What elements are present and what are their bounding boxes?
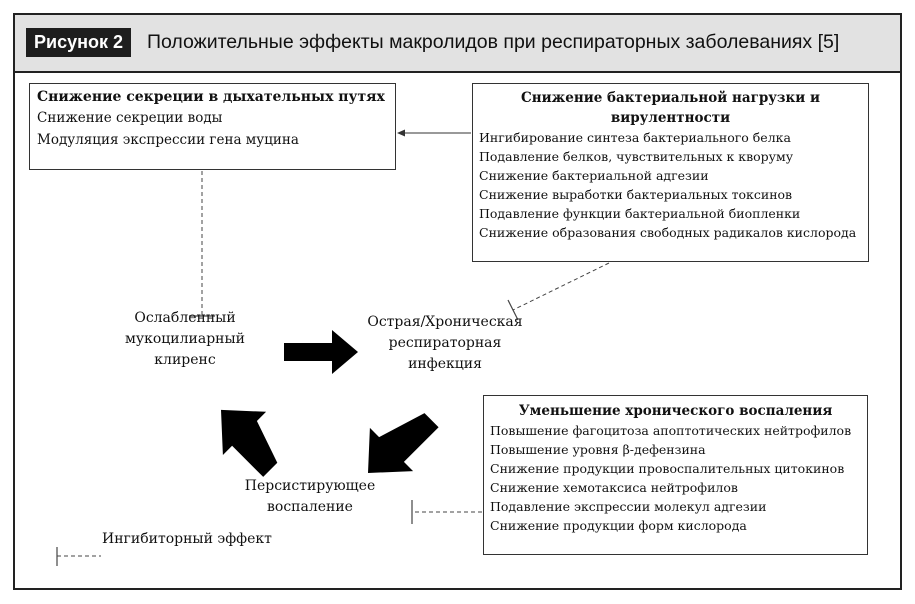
figure-title: Положительные эффекты макролидов при рес…	[147, 31, 840, 53]
bacterial-load-box: Снижение бактериальной нагрузки и вируле…	[472, 83, 869, 262]
node-line: воспаление	[267, 499, 353, 515]
node-persistent-inflammation: Персистирующее воспаление	[230, 476, 390, 518]
bacterial-item: Снижение выработки бактериальных токсино…	[479, 187, 793, 202]
legend-label: Ингибиторный эффект	[102, 531, 272, 547]
bacterial-item: Ингибирование синтеза бактериального бел…	[479, 130, 791, 145]
figure-header: Рисунок 2 Положительные эффекты макролид…	[15, 15, 900, 73]
arrow-infection-to-persistent	[368, 413, 439, 473]
inflammation-item: Снижение хемотаксиса нейтрофилов	[490, 480, 738, 495]
bacterial-item: Снижение бактериальной адгезии	[479, 168, 709, 183]
node-line: Персистирующее	[244, 478, 376, 494]
figure-label: Рисунок 2	[26, 28, 131, 57]
node-line: Ослабленный	[134, 310, 236, 326]
inflammation-item: Подавление экспрессии молекул адгезии	[490, 499, 767, 514]
node-line: мукоцилиарный	[125, 331, 245, 347]
node-respiratory-infection: Острая/Хроническая респираторная инфекци…	[345, 312, 545, 375]
arrow-persistent-to-mucociliary	[221, 409, 278, 477]
inhibit-line-bacterial	[512, 262, 610, 311]
arrow-mucociliary-to-infection	[284, 330, 358, 374]
chronic-inflammation-box: Уменьшение хронического воспаления Повыш…	[483, 395, 868, 555]
bacterial-item: Снижение образования свободных радикалов…	[479, 225, 857, 240]
inflammation-item: Снижение продукции форм кислорода	[490, 518, 747, 533]
secretion-reduction-box: Снижение секреции в дыхательных путях Сн…	[29, 83, 396, 170]
arrowhead-secretion	[397, 129, 405, 137]
secretion-heading: Снижение секреции в дыхательных путях	[37, 89, 385, 105]
inflammation-item: Снижение продукции провоспалительных цит…	[490, 461, 845, 476]
inflammation-item: Повышение уровня β-дефензина	[490, 442, 706, 457]
bacterial-item: Подавление белков, чувствительных к квор…	[479, 149, 794, 164]
node-mucociliary-clearance: Ослабленный мукоцилиарный клиренс	[95, 308, 275, 371]
bacterial-item: Подавление функции бактериальной биоплен…	[479, 206, 801, 221]
node-line: респираторная	[388, 335, 502, 351]
inflammation-heading: Уменьшение хронического воспаления	[518, 403, 833, 419]
node-line: клиренс	[154, 352, 216, 368]
node-line: Острая/Хроническая	[367, 314, 523, 330]
node-line: инфекция	[408, 356, 482, 372]
inflammation-item: Повышение фагоцитоза апоптотических нейт…	[490, 423, 852, 438]
bacterial-heading-line1: Снижение бактериальной нагрузки и	[520, 90, 821, 106]
secretion-item: Снижение секреции воды	[37, 110, 223, 126]
inhibit-bar-infection	[507, 299, 519, 321]
bacterial-heading-line2: вирулентности	[610, 110, 731, 126]
secretion-item: Модуляция экспрессии гена муцина	[37, 132, 299, 148]
